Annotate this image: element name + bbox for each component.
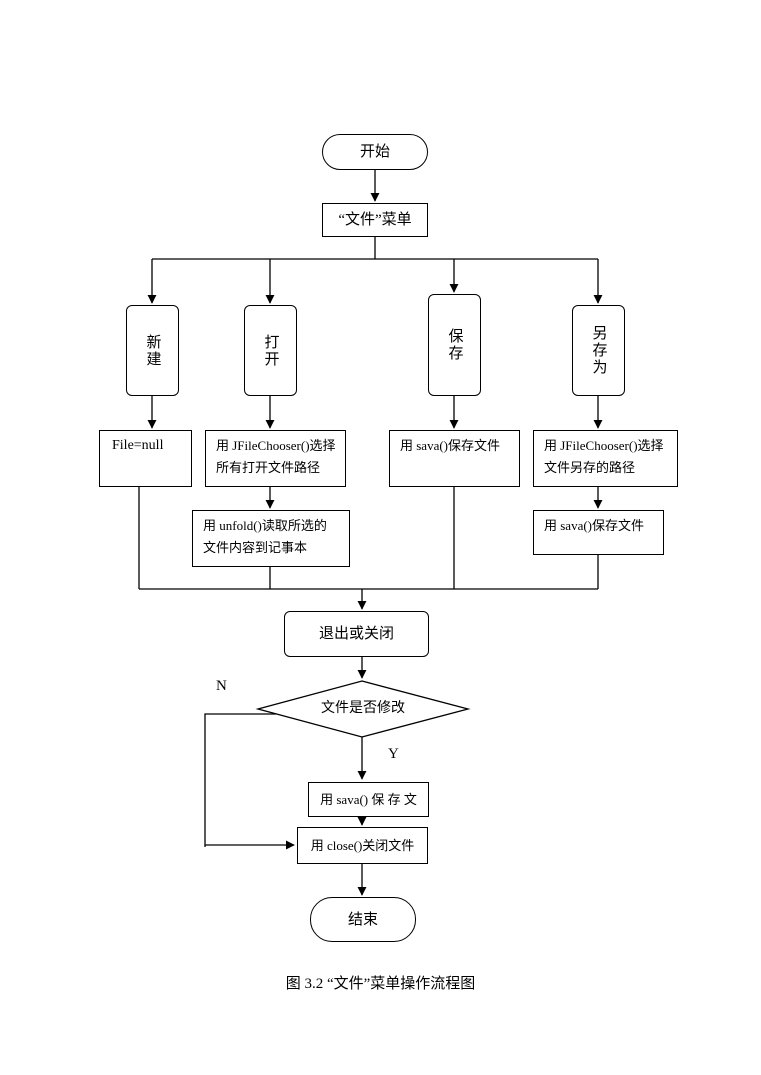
saveas-action-line-2: 文件另存的路径 xyxy=(544,460,636,475)
file-menu-box: “文件”菜单 xyxy=(322,203,428,237)
decision-label: 文件是否修改 xyxy=(321,701,405,716)
save-branch: 保存 xyxy=(428,294,481,396)
open-action-box: 用 JFileChooser()选择 所有打开文件路径 xyxy=(205,430,346,487)
saveas-action-line-1: 用 JFileChooser()选择 xyxy=(544,438,664,453)
save-action-text: 用 sava()保存文件 xyxy=(400,438,501,453)
open-read-line-1: 用 unfold()读取所选的 xyxy=(203,518,327,533)
saveas-action-box: 用 JFileChooser()选择 文件另存的路径 xyxy=(533,430,678,487)
start-label: 开始 xyxy=(359,144,390,160)
new-action-box: File=null xyxy=(99,430,192,487)
saveas-branch: 另存为 xyxy=(572,305,625,396)
open-label: 打开 xyxy=(262,333,279,368)
new-action-text: File=null xyxy=(112,438,164,453)
start-terminal: 开始 xyxy=(322,134,428,170)
no-label: N xyxy=(216,678,227,694)
end-label: 结束 xyxy=(347,911,378,928)
open-read-box: 用 unfold()读取所选的 文件内容到记事本 xyxy=(192,510,350,567)
new-branch: 新建 xyxy=(126,305,179,396)
new-label: 新建 xyxy=(144,333,161,368)
end-terminal: 结束 xyxy=(310,897,416,942)
open-read-line-2: 文件内容到记事本 xyxy=(203,540,308,555)
file-menu-label: “文件”菜单 xyxy=(338,212,412,228)
open-action-line-1: 用 JFileChooser()选择 xyxy=(216,438,336,453)
exit-box: 退出或关闭 xyxy=(284,611,429,657)
figure-caption: 图 3.2 “文件”菜单操作流程图 xyxy=(285,976,476,992)
save-action-box: 用 sava()保存文件 xyxy=(389,430,520,487)
exit-label: 退出或关闭 xyxy=(318,626,394,642)
path-no xyxy=(204,713,276,847)
close-file-box: 用 close()关闭文件 xyxy=(297,827,428,864)
open-action-line-2: 所有打开文件路径 xyxy=(216,460,321,475)
open-branch: 打开 xyxy=(244,305,297,396)
save-text-box: 用 sava() 保 存 文 xyxy=(308,782,429,817)
save-label: 保存 xyxy=(446,328,463,362)
yes-label: Y xyxy=(388,746,399,762)
saveas-save-text: 用 sava()保存文件 xyxy=(544,518,645,533)
save-text-label: 用 sava() 保 存 文 xyxy=(320,791,417,807)
close-file-label: 用 close()关闭文件 xyxy=(310,837,415,853)
saveas-label: 另存为 xyxy=(590,325,607,376)
saveas-save-box: 用 sava()保存文件 xyxy=(533,510,664,555)
